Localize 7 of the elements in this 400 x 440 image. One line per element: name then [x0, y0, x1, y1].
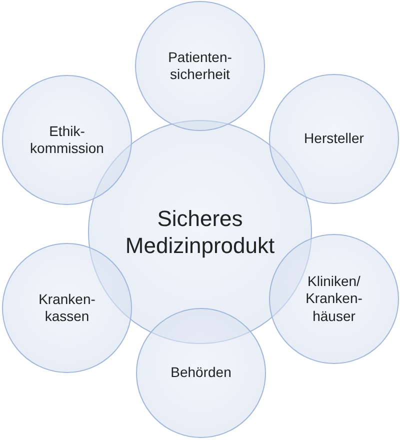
node-label: Sicheres Medizinprodukt — [124, 204, 276, 260]
node-label: Kliniken/ Kranken- häuser — [304, 272, 364, 326]
node-label: Kranken- kassen — [38, 290, 96, 326]
node-label: Patienten- sicherheit — [167, 48, 233, 84]
node-label: Behörden — [170, 364, 232, 382]
node-label: Hersteller — [304, 130, 364, 148]
node-label: Ethik- kommission — [29, 122, 105, 158]
